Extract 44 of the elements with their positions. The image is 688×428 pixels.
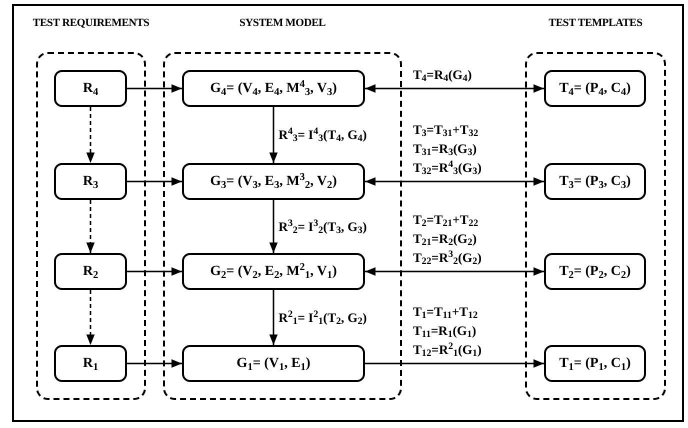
arrow	[127, 267, 182, 276]
process-box	[54, 163, 127, 200]
edge-label: R$^{3}$$_{2}$= I$^{3}$$_{2}$(T$_{3}$, G$_{3}$)	[276, 218, 369, 234]
box-label: G$_{3}$= (V$_{3}$, E$_{3}$, M$^{3}$$_{2}$, V$_{2}$)	[210, 171, 337, 192]
arrow	[269, 290, 278, 345]
process-box	[544, 345, 646, 382]
process-box	[544, 70, 646, 107]
process-box	[54, 70, 127, 107]
arrow	[86, 107, 95, 163]
box-label: G$_{1}$= (V$_{1}$, E$_{1}$)	[236, 355, 310, 374]
group-heading: SYSTEM MODEL	[238, 16, 327, 31]
box-label: T$_{2}$= (P$_{2}$, C$_{2}$)	[559, 263, 631, 282]
process-box	[544, 163, 646, 200]
arrow	[365, 177, 544, 186]
process-box	[182, 70, 365, 107]
arrow	[269, 200, 278, 253]
arrow	[365, 84, 544, 93]
box-label: R$_{3}$	[82, 173, 98, 192]
box-label: R$_{1}$	[82, 355, 98, 374]
box-label: T$_{1}$= (P$_{1}$, C$_{1}$)	[559, 355, 631, 374]
arrow	[86, 290, 95, 345]
edge-label: R$^{2}$$_{1}$= I$^{2}$$_{1}$(T$_{2}$, G$_{2}$)	[276, 310, 369, 326]
group-heading: TEST TEMPLATES	[548, 16, 644, 31]
process-box	[182, 163, 365, 200]
process-box	[54, 253, 127, 290]
box-label: R$_{2}$	[82, 263, 98, 282]
process-box	[182, 345, 365, 382]
box-label: G$_{4}$= (V$_{4}$, E$_{4}$, M$^{4}$$_{3}$, V$_{3}$)	[210, 78, 337, 99]
group-heading: TEST REQUIREMENTS	[32, 16, 150, 31]
process-box	[544, 253, 646, 290]
process-box	[54, 345, 127, 382]
arrow	[127, 359, 182, 368]
edge-label: R$^{4}$$_{3}$= I$^{4}$$_{3}$(T$_{4}$, G$_{4}$)	[276, 127, 369, 143]
arrow	[269, 107, 278, 163]
arrow	[86, 200, 95, 253]
arrow	[127, 84, 182, 93]
box-label: G$_{2}$= (V$_{2}$, E$_{2}$, M$^{2}$$_{1}$, V$_{1}$)	[210, 261, 337, 282]
box-label: R$_{4}$	[82, 80, 98, 99]
arrow	[365, 267, 544, 276]
arrow	[127, 177, 182, 186]
process-box	[182, 253, 365, 290]
box-label: T$_{3}$= (P$_{3}$, C$_{3}$)	[559, 173, 631, 192]
box-label: T$_{4}$= (P$_{4}$, C$_{4}$)	[559, 80, 631, 99]
arrow	[365, 359, 544, 368]
